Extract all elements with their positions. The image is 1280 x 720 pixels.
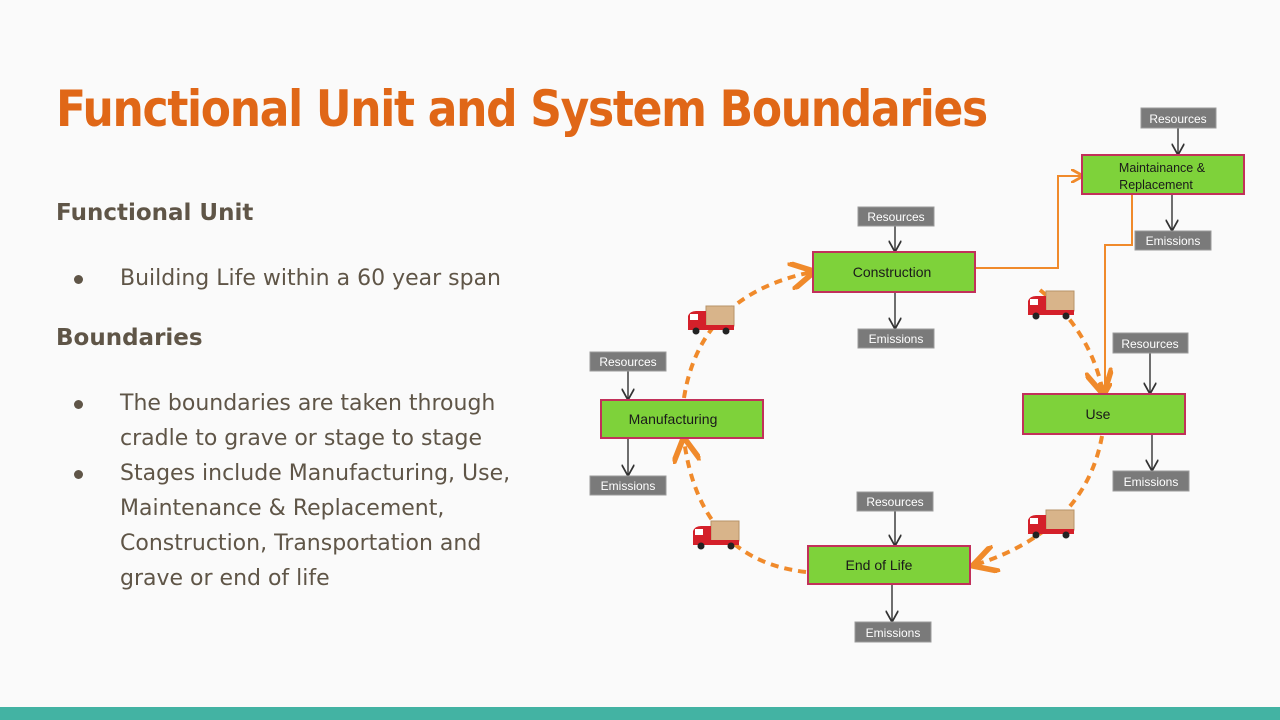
end-of-life-resources-tag: Resources (856, 491, 934, 512)
svg-text:Use: Use (1086, 406, 1111, 422)
list-item: The boundaries are taken through cradle … (74, 386, 544, 456)
svg-text:Resources: Resources (866, 495, 923, 509)
bullet-dot-icon (74, 275, 83, 284)
svg-text:Maintainance &: Maintainance & (1119, 161, 1206, 175)
svg-text:Emissions: Emissions (1146, 234, 1201, 248)
delivery-truck-icon (1027, 290, 1075, 320)
maintenance-replacement-stage-box: Maintainance & Replacement (1081, 154, 1245, 195)
delivery-truck-icon (692, 520, 740, 550)
construction-emissions-tag: Emissions (857, 328, 935, 349)
manufacturing-emissions-tag: Emissions (589, 475, 667, 496)
use-resources-tag: Resources (1112, 332, 1189, 354)
svg-text:Emissions: Emissions (866, 626, 921, 640)
maintenance-resources-tag: Resources (1140, 107, 1217, 129)
footer-accent-bar (0, 707, 1280, 720)
manufacturing-resources-tag: Resources (589, 351, 667, 372)
list-item-text: Building Life within a 60 year span (120, 266, 501, 291)
svg-text:Resources: Resources (867, 210, 924, 224)
cycle-arrow-use-end-of-life (975, 435, 1104, 565)
svg-text:Manufacturing: Manufacturing (629, 411, 718, 427)
flow-line-maintenance-use (1105, 194, 1133, 394)
construction-stage-box: Construction (812, 251, 976, 293)
functional-unit-list: Building Life within a 60 year span (74, 261, 544, 296)
list-item: Stages include Manufacturing, Use, Maint… (74, 456, 544, 596)
manufacturing-stage-box: Manufacturing (600, 399, 764, 439)
svg-text:Replacement: Replacement (1119, 178, 1193, 192)
boundaries-heading: Boundaries (56, 325, 203, 351)
svg-text:Resources: Resources (1149, 112, 1206, 126)
life-cycle-diagram: Resources Emissions Resources Emissions … (589, 107, 1245, 643)
delivery-truck-icon (1027, 509, 1075, 539)
use-emissions-tag: Emissions (1112, 470, 1190, 492)
svg-text:Emissions: Emissions (869, 332, 924, 346)
bullet-dot-icon (74, 470, 83, 479)
boundaries-list: The boundaries are taken through cradle … (74, 386, 544, 596)
cycle-arrow-end-of-life-manufacturing (684, 440, 807, 574)
svg-text:Resources: Resources (1121, 337, 1178, 351)
end-of-life-stage-box: End of Life (807, 545, 971, 585)
svg-text:Emissions: Emissions (601, 479, 656, 493)
svg-text:End of Life: End of Life (846, 557, 913, 573)
slide-title: Functional Unit and System Boundaries (56, 80, 988, 138)
cycle-arrow-manufacturing-construction (682, 272, 812, 399)
bullet-dot-icon (74, 400, 83, 409)
functional-unit-heading: Functional Unit (56, 200, 254, 226)
flow-line-construction-maintenance (975, 176, 1082, 269)
svg-text:Construction: Construction (853, 264, 932, 280)
use-stage-box: Use (1022, 393, 1186, 435)
svg-text:Emissions: Emissions (1124, 475, 1179, 489)
construction-resources-tag: Resources (857, 206, 935, 227)
list-item-text: The boundaries are taken through cradle … (120, 391, 496, 451)
list-item-text: Stages include Manufacturing, Use, Maint… (120, 461, 511, 591)
list-item: Building Life within a 60 year span (74, 261, 544, 296)
svg-text:Resources: Resources (599, 355, 656, 369)
end-of-life-emissions-tag: Emissions (854, 621, 932, 643)
maintenance-emissions-tag: Emissions (1134, 230, 1212, 251)
